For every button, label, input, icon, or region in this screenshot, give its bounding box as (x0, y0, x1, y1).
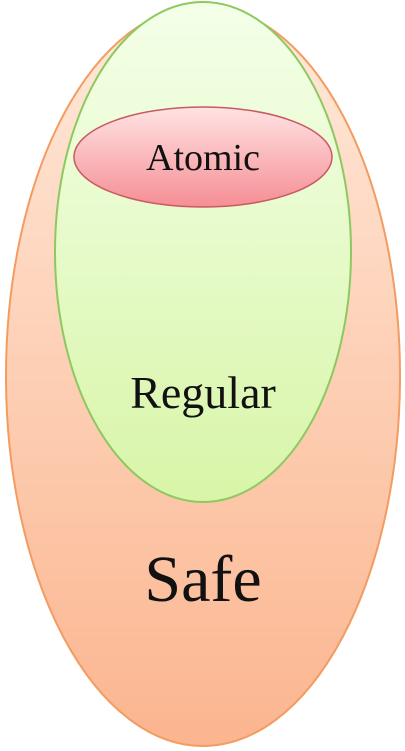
regular-ellipse (54, 1, 352, 503)
safe-label: Safe (144, 543, 261, 616)
regular-label: Regular (130, 367, 276, 418)
atomic-ellipse (73, 106, 333, 208)
atomic-label: Atomic (146, 137, 260, 179)
